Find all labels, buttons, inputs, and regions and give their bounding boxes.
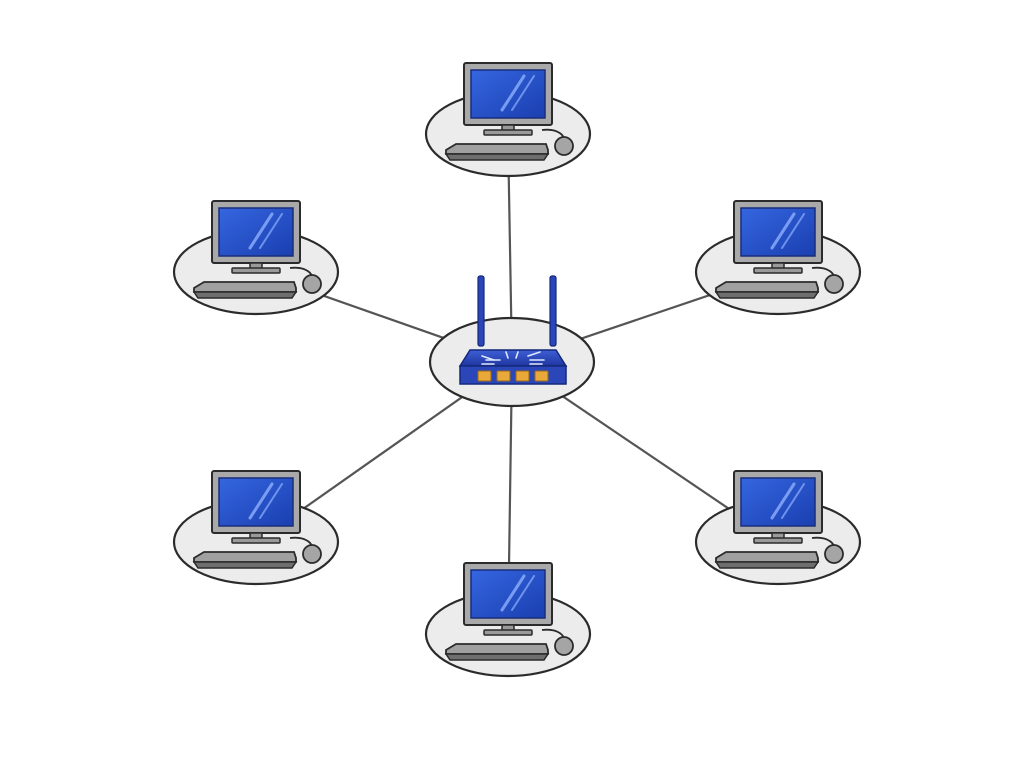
router-port: [515, 370, 530, 382]
monitor-icon: [211, 470, 301, 544]
router-port: [477, 370, 492, 382]
mouse-icon: [541, 628, 574, 656]
monitor-icon: [733, 200, 823, 274]
keyboard-icon: [444, 143, 550, 161]
antenna-right: [549, 275, 557, 347]
router-port: [534, 370, 549, 382]
antenna-left: [477, 275, 485, 347]
hub-layer: [428, 275, 596, 408]
mouse-icon: [811, 536, 844, 564]
monitor-icon: [211, 200, 301, 274]
keyboard-icon: [714, 551, 820, 569]
monitor-icon: [463, 562, 553, 636]
node-top: [424, 62, 592, 178]
wireless-router-icon: [458, 275, 568, 385]
mouse-icon: [811, 266, 844, 294]
node-lower-right: [694, 470, 862, 586]
mouse-icon: [289, 266, 322, 294]
mouse-icon: [541, 128, 574, 156]
monitor-icon: [463, 62, 553, 136]
node-lower-left: [172, 470, 340, 586]
monitor-icon: [733, 470, 823, 544]
node-upper-right: [694, 200, 862, 316]
mouse-icon: [289, 536, 322, 564]
router-port: [496, 370, 511, 382]
keyboard-icon: [192, 281, 298, 299]
nodes-layer: [172, 62, 862, 678]
hub-router: [428, 275, 596, 408]
keyboard-icon: [192, 551, 298, 569]
node-bottom: [424, 562, 592, 678]
keyboard-icon: [714, 281, 820, 299]
keyboard-icon: [444, 643, 550, 661]
node-upper-left: [172, 200, 340, 316]
